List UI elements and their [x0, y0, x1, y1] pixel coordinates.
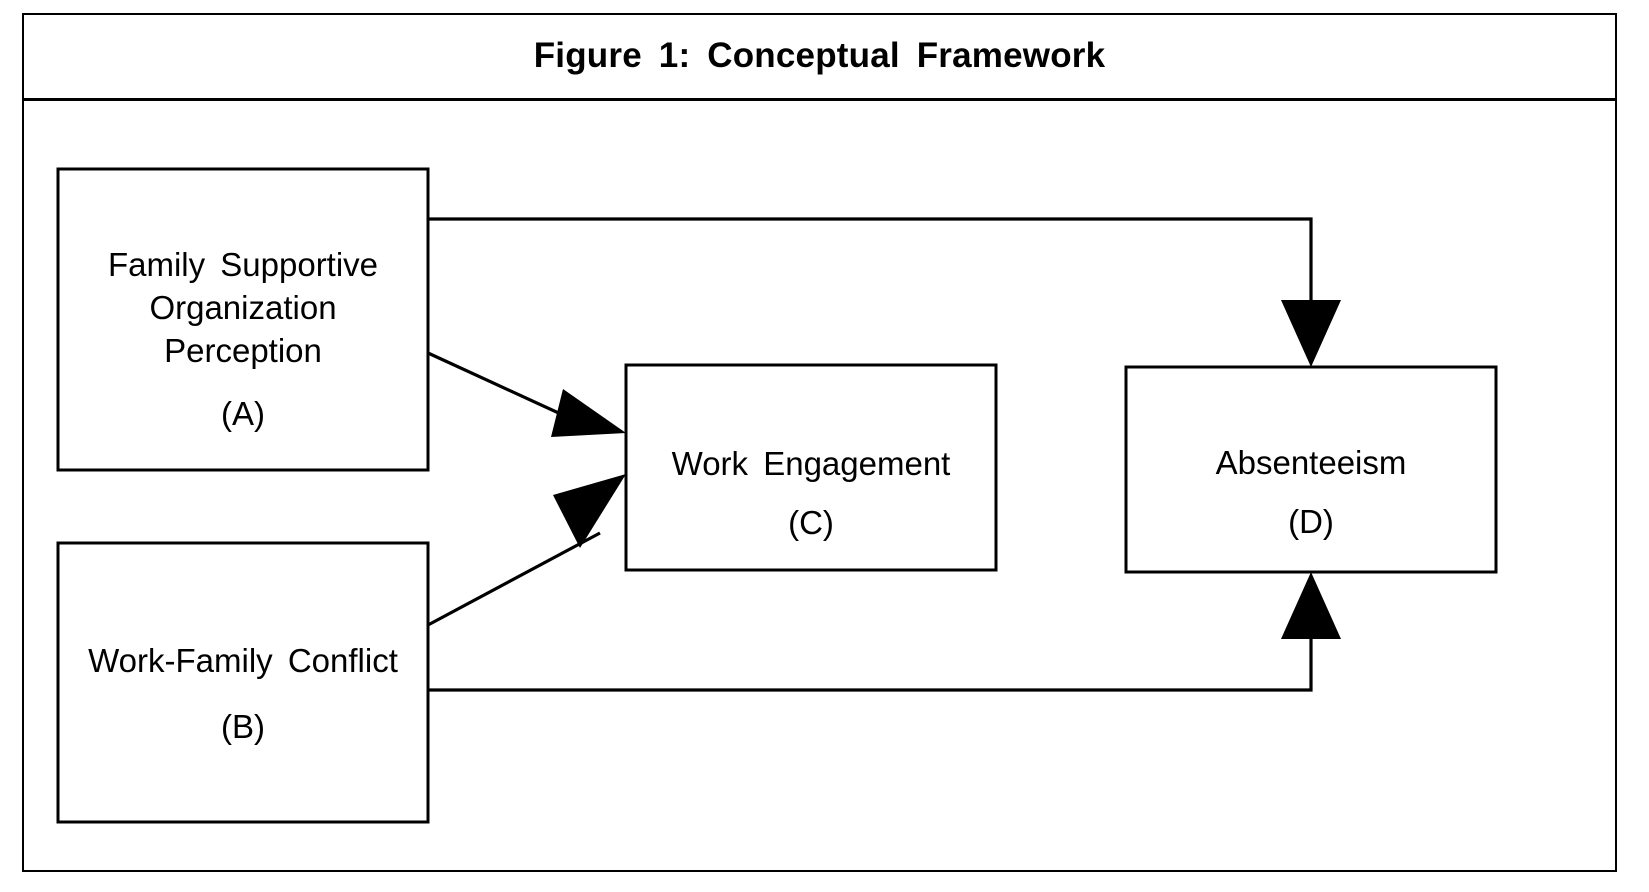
edge-a-to-c — [427, 351, 626, 437]
node-d-label: (D) — [1288, 503, 1334, 540]
edge-a-to-d-line — [428, 217, 1313, 303]
node-box-c[interactable] — [624, 363, 998, 572]
node-a-label: (A) — [221, 395, 265, 432]
node-box-a[interactable] — [56, 167, 430, 472]
edge-b-to-d — [428, 572, 1341, 692]
edge-b-to-c — [427, 474, 626, 627]
node-c-line-1: Work Engagement — [672, 445, 951, 482]
edge-b-to-c-arrowhead — [553, 474, 626, 548]
node-a-line-3: Perception — [164, 332, 322, 369]
edge-b-to-d-arrowhead — [1281, 572, 1341, 639]
node-d-line-1: Absenteeism — [1216, 444, 1407, 481]
node-b-label: (B) — [221, 708, 265, 745]
node-a-line-2: Organization — [149, 289, 336, 326]
edge-b-to-c-line — [427, 531, 601, 627]
page-title: Figure 1: Conceptual Framework — [533, 35, 1106, 75]
edge-b-to-d-line — [428, 636, 1313, 692]
node-b-line-1: Work-Family Conflict — [88, 642, 398, 679]
edge-a-to-c-arrowhead — [551, 389, 626, 437]
node-a-line-1: Family Supportive — [108, 246, 378, 283]
figure-title-band: Figure 1: Conceptual Framework — [22, 13, 1617, 101]
edge-a-to-d — [428, 217, 1341, 367]
edge-a-to-d-arrowhead — [1281, 300, 1341, 367]
node-box-b[interactable] — [56, 541, 430, 824]
node-c-label: (C) — [788, 504, 834, 541]
figure-outer-border — [22, 13, 1617, 872]
